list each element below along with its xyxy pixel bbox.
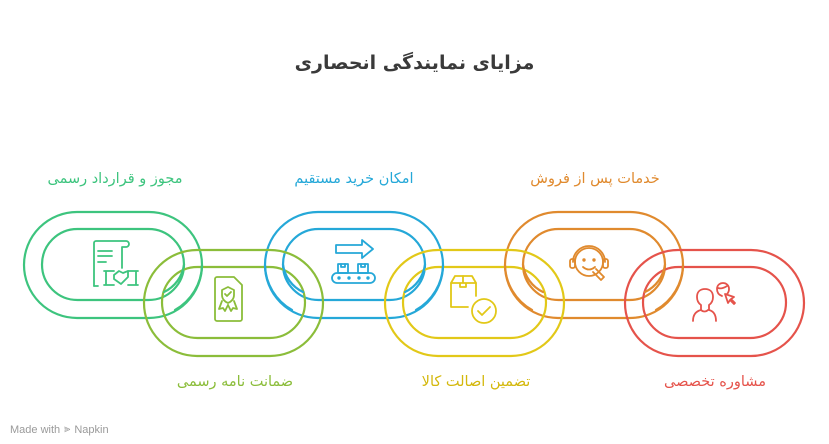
chain-link-6: [623, 248, 806, 358]
label-expert-consulting: مشاوره تخصصی: [664, 374, 766, 390]
label-official-warranty: ضمانت نامه رسمی: [176, 374, 294, 390]
napkin-brand-text: Napkin: [74, 423, 109, 436]
chain-link-1: [22, 210, 204, 320]
conveyor-belt-icon: [331, 239, 376, 284]
napkin-watermark[interactable]: Made with ⫸ Napkin: [10, 423, 109, 436]
napkin-logo-icon: ⫸: [64, 423, 71, 435]
label-direct-purchase: امکان خرید مستقیم: [294, 171, 414, 187]
chain-link-5: [503, 210, 685, 320]
consultation-icon: [692, 282, 736, 322]
chain-link-4: [383, 248, 566, 358]
made-with-text: Made with: [10, 423, 61, 436]
diagram-title: مزایای نمایندگی انحصاری: [294, 52, 535, 74]
headset-support-icon: [569, 245, 609, 281]
contract-handshake-icon: [93, 240, 139, 287]
label-license-contract: مجوز و قرارداد رسمی: [47, 171, 183, 187]
label-authenticity-guarantee: تضمین اصالت کالا: [421, 374, 531, 390]
certificate-badge-icon: [214, 276, 243, 322]
box-check-icon: [450, 275, 497, 324]
chain-link-2: [142, 248, 325, 358]
chain-link-3: [263, 210, 445, 320]
label-after-sales-service: خدمات پس از فروش: [530, 171, 660, 187]
